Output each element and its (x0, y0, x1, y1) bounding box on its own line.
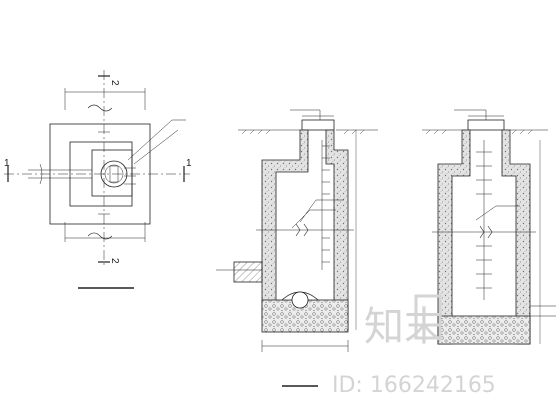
plan-view (4, 70, 190, 289)
watermark: 知末 ID: 166242165 (332, 294, 496, 398)
plan-section-mark-left: 1 (4, 158, 10, 169)
base-slab-2 (437, 315, 531, 345)
section-2-2 (422, 109, 556, 345)
watermark-id: ID: 166242165 (332, 373, 496, 398)
watermark-brand: 知末 (364, 304, 444, 350)
section-1-1 (216, 109, 378, 387)
left-wall (261, 129, 309, 321)
plan-section-mark-bottom: 2 (109, 258, 120, 264)
plan-section-mark-right: 1 (186, 158, 192, 169)
plan-chamber (91, 149, 133, 197)
watermark-logo-mark (414, 294, 442, 340)
plan-section-mark-top: 2 (109, 80, 120, 86)
right-wall-2 (501, 129, 531, 345)
